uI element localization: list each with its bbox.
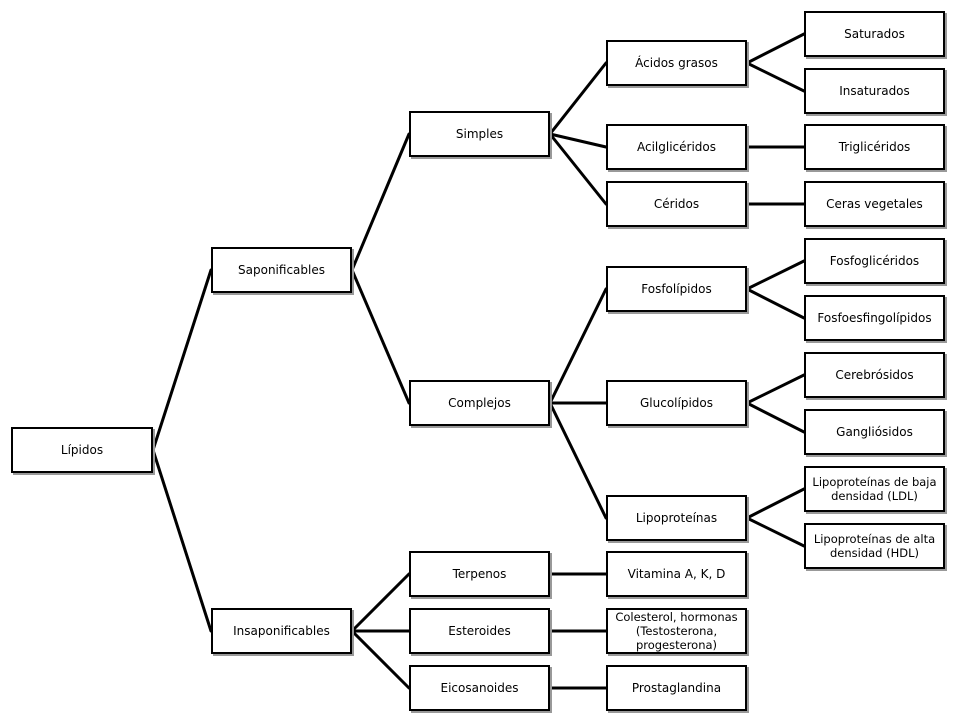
node-fosfoesfingolipidos: Fosfoesfingolípidos [804,295,945,341]
edge-acidos-saturados [745,32,806,65]
edge-simples-acidos [548,61,608,136]
edge-saponificables-complejos [350,268,411,405]
edge-complejos-fosfolipidos [548,287,608,405]
node-ldl: Lipoproteínas de baja densidad (LDL) [804,466,945,512]
node-ceridos: Céridos [606,181,747,227]
edge-acidos-insaturados [745,61,806,93]
node-lipoproteinas: Lipoproteínas [606,495,747,541]
edge-insaponificables-terpenos [350,572,411,633]
edge-fosfolipidos-fosfogliceridos [745,259,806,291]
node-ceras-vegetales: Ceras vegetales [804,181,945,227]
node-insaturados: Insaturados [804,68,945,114]
node-fosfogliceridos: Fosfoglicéridos [804,238,945,284]
edge-lipidos-insaponificables [151,448,213,633]
node-fosfolipidos: Fosfolípidos [606,266,747,312]
node-glucolipidos: Glucolípidos [606,380,747,426]
node-acilgliceridos: Acilglicéridos [606,124,747,170]
node-simples: Simples [409,111,550,157]
node-trigliceridos: Triglicéridos [804,124,945,170]
edge-lipoproteinas-ldl [745,487,806,520]
edge-glucolipidos-gangliosidos [745,401,806,434]
node-acidos-grasos: Ácidos grasos [606,40,747,86]
edge-insaponificables-eicosanoides [350,629,411,690]
node-insaponificables: Insaponificables [211,608,352,654]
edge-complejos-lipoproteinas [548,401,608,520]
edge-saponificables-simples [350,132,411,272]
node-saturados: Saturados [804,11,945,57]
edge-lipidos-saponificables [151,268,213,452]
node-complejos: Complejos [409,380,550,426]
node-cerebrosidos: Cerebrósidos [804,352,945,398]
edge-lipoproteinas-hdl [745,516,806,548]
node-colesterol: Colesterol, hormonas (Testosterona, prog… [606,608,747,654]
node-lipidos: Lípidos [11,427,153,473]
node-esteroides: Esteroides [409,608,550,654]
node-vitamina: Vitamina A, K, D [606,551,747,597]
node-terpenos: Terpenos [409,551,550,597]
node-gangliosidos: Gangliósidos [804,409,945,455]
edge-simples-ceridos [548,132,608,206]
edge-simples-acilgliceridos [548,132,608,149]
node-saponificables: Saponificables [211,247,352,293]
node-hdl: Lipoproteínas de alta densidad (HDL) [804,523,945,569]
node-prostaglandina: Prostaglandina [606,665,747,711]
node-eicosanoides: Eicosanoides [409,665,550,711]
edge-fosfolipidos-fosfoesfingolipidos [745,287,806,320]
edge-glucolipidos-cerebrosidos [745,373,806,405]
